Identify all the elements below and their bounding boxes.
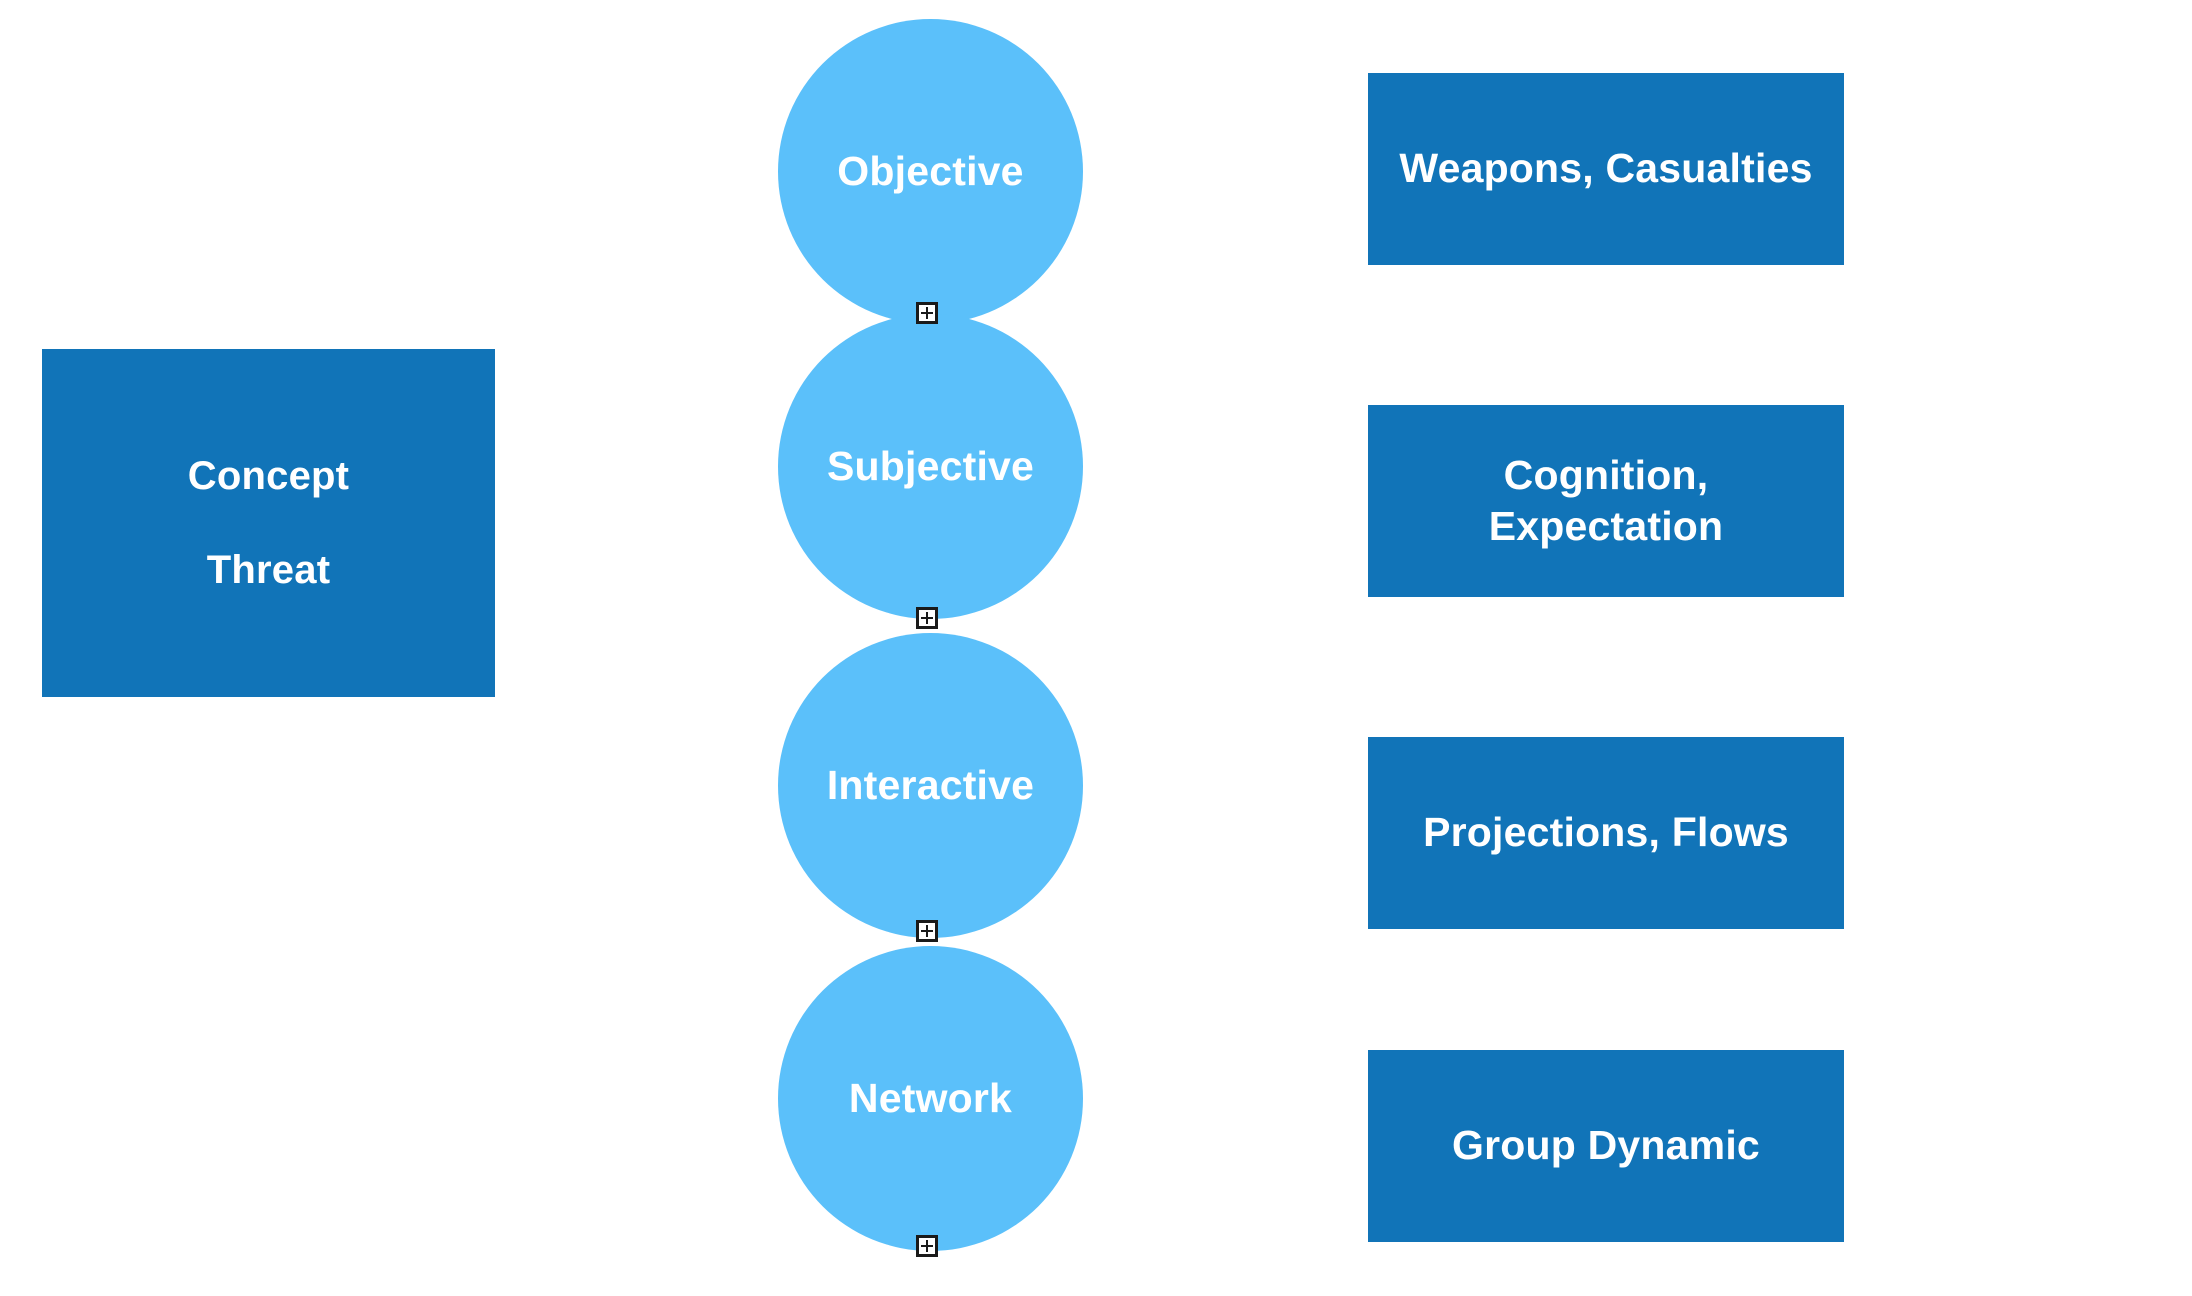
attribute-box-weapons-casualties[interactable]: Weapons, Casualties (1368, 73, 1844, 265)
attribute-box-label: Group Dynamic (1452, 1122, 1760, 1169)
concept-box-line-2: Threat (206, 548, 331, 592)
attribute-box-projections-flows[interactable]: Projections, Flows (1368, 737, 1844, 929)
plus-icon[interactable] (916, 607, 938, 629)
plus-icon[interactable] (916, 1235, 938, 1257)
level-circle-subjective[interactable]: Subjective (778, 314, 1083, 619)
level-circle-label: Network (848, 1075, 1013, 1121)
attribute-box-group-dynamic[interactable]: Group Dynamic (1368, 1050, 1844, 1242)
attribute-box-label: Projections, Flows (1423, 809, 1789, 856)
level-circle-objective[interactable]: Objective (778, 19, 1083, 324)
level-circle-label: Subjective (826, 443, 1035, 489)
level-circle-network[interactable]: Network (778, 946, 1083, 1251)
level-circle-interactive[interactable]: Interactive (778, 633, 1083, 938)
level-circle-label: Objective (837, 148, 1024, 194)
level-circle-label: Interactive (826, 762, 1035, 808)
plus-icon[interactable] (916, 302, 938, 324)
concept-threat-box[interactable]: Concept Threat (42, 349, 495, 697)
concept-box-line-1: Concept (187, 454, 350, 498)
plus-icon[interactable] (916, 920, 938, 942)
attribute-box-cognition-expectation[interactable]: Cognition, Expectation (1368, 405, 1844, 597)
attribute-box-label: Cognition, Expectation (1488, 451, 1724, 549)
attribute-box-label: Weapons, Casualties (1399, 145, 1813, 192)
